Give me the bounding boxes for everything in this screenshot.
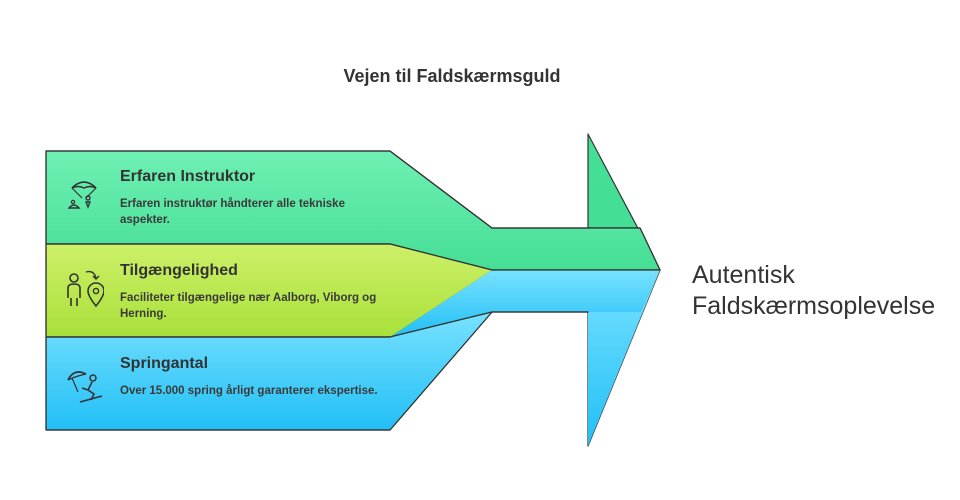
band-description: Over 15.000 spring årligt garanterer eks… bbox=[120, 385, 378, 397]
band-blue bbox=[46, 270, 660, 337]
result-label: Autentisk Faldskærmsoplevelse bbox=[692, 260, 935, 322]
band-heading: Springantal bbox=[120, 355, 209, 372]
band-springantal: Springantal Over 15.000 spring årligt ga… bbox=[120, 354, 380, 399]
band-description: Erfaren instruktør håndterer alle teknis… bbox=[120, 198, 345, 226]
parachute-icon bbox=[67, 181, 97, 209]
band-heading: Tilgængelighed bbox=[120, 262, 238, 279]
result-line-1: Autentisk bbox=[692, 261, 795, 289]
skydiver-landing-icon bbox=[67, 371, 103, 403]
band-lime-flow bbox=[390, 244, 660, 337]
diagram-title: Vejen til Faldskærmsguld bbox=[343, 66, 561, 86]
person-location-icon bbox=[67, 270, 104, 308]
band-heading: Erfaren Instruktor bbox=[120, 168, 256, 185]
band-blue-flow bbox=[390, 312, 640, 430]
band-description: Faciliteter tilgængelige nær Aalborg, Vi… bbox=[120, 292, 377, 320]
band-erfaren-instruktor: Erfaren Instruktor Erfaren instruktør hå… bbox=[120, 167, 380, 228]
band-tilgaengelighed: Tilgængelighed Faciliteter tilgængelige … bbox=[120, 261, 380, 322]
result-line-2: Faldskærmsoplevelse bbox=[692, 292, 936, 320]
